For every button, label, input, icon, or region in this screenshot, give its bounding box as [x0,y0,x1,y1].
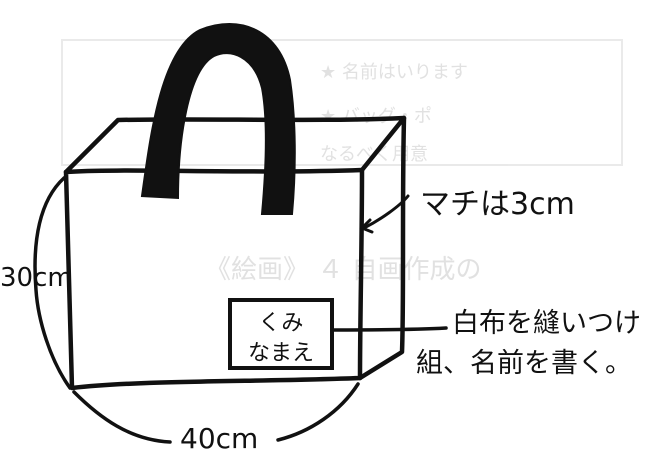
gusset-leader-line [362,194,410,230]
bag-body [63,115,407,391]
gusset-label: マチは3cm [420,187,575,222]
bleed-line-1: ★ 名前はいります [320,62,468,83]
height-dimension-curve [33,176,72,390]
height-label: 30cm [0,263,73,293]
note-leader-line [332,326,448,332]
note-line-1: 白布を縫いつけ [452,308,641,339]
gusset-annotation [359,194,410,234]
bag-handle [140,23,296,215]
gusset-arrow-head [359,218,374,234]
note-line-2: 組、名前を書く。 [416,348,632,379]
name-tag-line-1: くみ [259,311,304,336]
bleed-line-2: ★ バッグ・ポ [320,106,432,127]
bleed-box [61,39,623,166]
width-label: 40cm [180,422,258,452]
name-tag: くみ なまえ [228,298,334,370]
width-dimension-curve-right [276,382,360,442]
bleed-heading: 《絵画》 ４ 自画作成の [205,255,482,285]
bag-side-face [357,115,407,381]
name-tag-box [228,298,334,370]
width-dimension-curve [72,390,172,444]
name-tag-line-2: なまえ [248,341,314,366]
bag-top-face [63,115,407,175]
